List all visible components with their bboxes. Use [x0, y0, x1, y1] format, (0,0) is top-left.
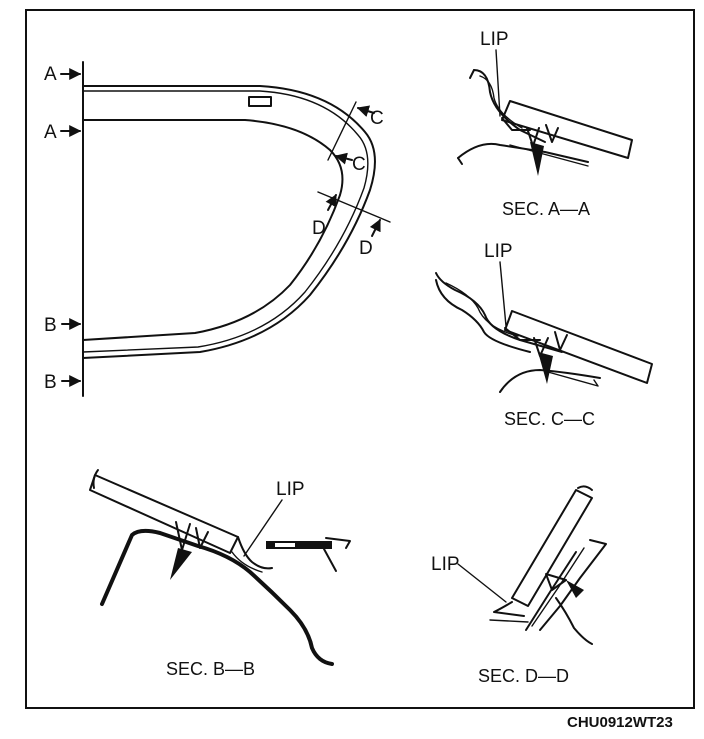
windshield-outline-view: A A B B C C D D [44, 61, 391, 397]
section-a-lip-label: LIP [480, 29, 509, 50]
section-b-glass [89, 474, 239, 554]
section-c-glass [504, 310, 653, 384]
section-b-lip-leader [243, 499, 283, 557]
section-d-clip-wedge [566, 580, 584, 598]
section-d-d-detail: LIP SEC. D—D [431, 485, 607, 686]
section-a-molding-inner [479, 75, 523, 129]
section-a-a-detail: LIP SEC. A—A [457, 29, 633, 219]
section-d-lip-base [489, 619, 529, 623]
section-d-glass-edge [577, 485, 593, 491]
section-a-lip-fold [501, 117, 531, 131]
section-a-clip-wedge [530, 142, 544, 176]
section-a-molding [473, 69, 546, 143]
section-c-molding-inner [445, 282, 519, 337]
section-b-cap-leg [323, 548, 337, 572]
section-b-body-panel [100, 528, 334, 666]
section-line-c [327, 101, 357, 161]
arrow-c-lower [334, 152, 353, 165]
section-d-clip [545, 573, 567, 591]
marker-a-upper: A [44, 64, 57, 85]
section-c-panel-lower [547, 371, 599, 387]
figure-code: CHU0912WT23 [567, 714, 673, 731]
section-d-title: SEC. D—D [478, 666, 569, 686]
section-c-flange [435, 279, 531, 353]
molding-outer-edge [82, 85, 376, 359]
section-a-glass [501, 100, 633, 159]
molding-clip-mark [248, 96, 272, 107]
marker-a-lower: A [44, 122, 57, 143]
section-a-title: SEC. A—A [502, 199, 590, 219]
section-c-title: SEC. C—C [504, 409, 595, 429]
marker-c-lower: C [352, 154, 366, 175]
section-b-clip-right [195, 527, 209, 549]
section-d-flange [525, 551, 577, 631]
arrow-c-upper [356, 105, 375, 117]
section-d-lip [493, 601, 525, 617]
section-a-body-panel [457, 142, 589, 163]
section-c-lip-leader [499, 261, 507, 327]
section-a-panel-edge [457, 157, 463, 165]
section-b-cap-end [325, 537, 351, 549]
glass-inner-edge [82, 119, 344, 341]
section-c-clip-right [554, 331, 568, 351]
section-a-clip-right [545, 124, 559, 143]
molding-outer-edge-inner-line [82, 90, 369, 353]
section-d-lip-label: LIP [431, 554, 460, 575]
section-a-panel-lower [509, 144, 589, 167]
section-b-glass-edge [92, 469, 99, 489]
marker-c-upper: C [370, 108, 384, 129]
section-c-c-detail: LIP SEC. C—C [435, 241, 653, 429]
section-d-glass [511, 489, 593, 607]
section-c-body-panel [499, 369, 601, 393]
section-a-lip-leader [495, 49, 501, 117]
section-d-molding-inner [531, 547, 585, 627]
section-c-lip-fold [504, 327, 541, 341]
arrow-d-upper [325, 193, 337, 211]
section-c-molding [435, 272, 563, 353]
section-b-lip [237, 536, 273, 570]
section-b-title: SEC. B—B [166, 659, 255, 679]
section-b-cap-detail [273, 541, 297, 549]
marker-b-lower: B [44, 372, 57, 393]
section-b-lip-label: LIP [276, 479, 305, 500]
marker-b-upper: B [44, 315, 57, 336]
section-d-body-panel [555, 597, 593, 645]
marker-d-lower: D [359, 238, 373, 259]
section-d-lip-leader [457, 563, 507, 603]
section-b-clip-wedge [170, 548, 192, 580]
figure-frame [25, 9, 695, 709]
marker-d-upper: D [312, 218, 326, 239]
section-c-clip-wedge [538, 352, 553, 384]
section-c-lip-label: LIP [484, 241, 513, 262]
section-b-lip-inner [231, 551, 263, 573]
section-b-b-detail: LIP SEC. B—B [89, 469, 351, 679]
arrow-d-lower [369, 218, 381, 237]
section-a-molding-tip [469, 69, 475, 79]
